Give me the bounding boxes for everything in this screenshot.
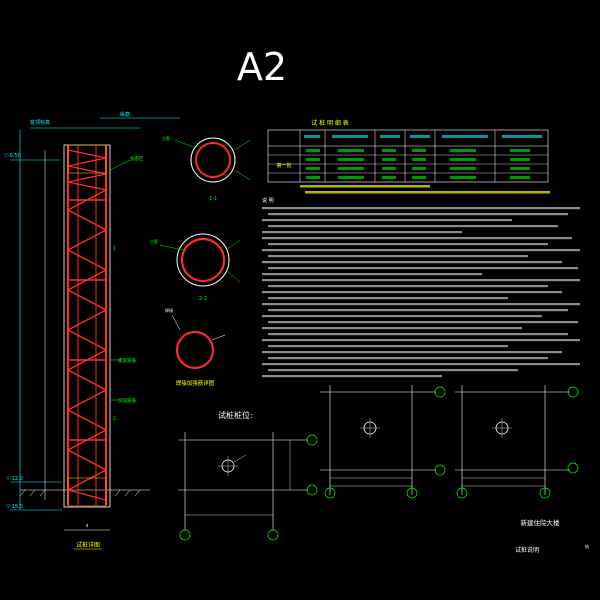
svg-text:螺旋箍筋: 螺旋箍筋 <box>118 357 136 364</box>
svg-text:结: 结 <box>585 543 589 549</box>
table-title: 试 桩 明 细 表 <box>311 119 349 127</box>
svg-text:2: 2 <box>113 416 116 422</box>
layout-plan-3 <box>455 385 579 499</box>
title-block: 新建住院大楼 试桩说明 结 <box>515 518 589 554</box>
project-name: 新建住院大楼 <box>521 518 561 527</box>
drawing-name: 试桩说明 <box>515 546 539 554</box>
svg-text:焊接: 焊接 <box>165 307 173 313</box>
section-label-2: 2-2 <box>199 296 207 302</box>
section-label-1: 1-1 <box>209 196 217 202</box>
layout-plan-2 <box>320 385 446 499</box>
svg-text:▽-15.0: ▽-15.0 <box>6 504 23 510</box>
svg-text:加密区: 加密区 <box>130 155 144 162</box>
svg-text:主筋: 主筋 <box>162 135 170 141</box>
table-row-label: 第一批 <box>276 162 291 169</box>
svg-text:1: 1 <box>113 246 116 252</box>
section-2-2: 主筋 2-2 <box>150 233 241 302</box>
general-notes: 说 明 <box>262 197 580 378</box>
notes-heading: 说 明 <box>262 197 274 204</box>
svg-text:主筋: 主筋 <box>150 238 158 244</box>
svg-text:纵筋: 纵筋 <box>120 111 130 118</box>
section-1-1: 主筋 1-1 <box>162 135 251 202</box>
layout-plan-1: 试桩桩位: <box>178 410 318 541</box>
layout-title: 试桩桩位: <box>218 410 253 420</box>
pile-schedule-table: 试 桩 明 细 表 第一批 <box>267 119 550 194</box>
detail-title: 焊接加强筋详图 <box>176 379 215 387</box>
sheet-label: A2 <box>237 45 287 89</box>
svg-text:▽-12.0: ▽-12.0 <box>6 476 23 482</box>
svg-text:加强箍筋: 加强箍筋 <box>118 397 136 404</box>
svg-text:▽-0.50: ▽-0.50 <box>4 153 21 159</box>
stiffener-detail: 焊接 焊接加强筋详图 <box>165 307 226 387</box>
pile-elevation: ▽-0.50 ▽-12.0 ▽-15.0 桩顶标高 纵筋 螺旋箍 <box>4 111 180 550</box>
svg-text:d: d <box>86 523 89 528</box>
elevation-title: 试桩详图 <box>76 541 100 549</box>
svg-text:桩顶标高: 桩顶标高 <box>30 119 50 126</box>
